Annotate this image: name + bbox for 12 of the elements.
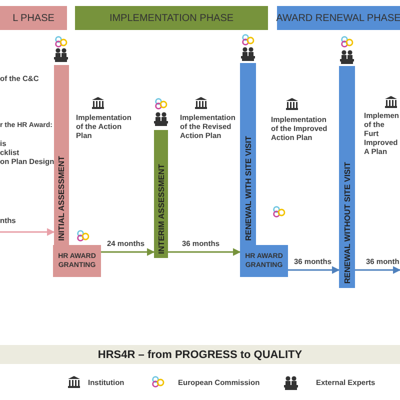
arrow: [355, 266, 400, 274]
arrow: [101, 248, 155, 256]
arrow: [0, 228, 55, 236]
phase-banner: IMPLEMENTATION PHASE: [75, 6, 268, 30]
title: HRS4R – from PROGRESS to QUALITY: [98, 348, 302, 360]
phase-banner: L PHASE: [0, 6, 67, 30]
arrow: [288, 266, 340, 274]
stage-bar: INTERIM ASSESSMENT: [154, 130, 168, 258]
arrow: [168, 248, 241, 256]
stage-bar: RENEWAL WITH SITE VISIT: [240, 63, 256, 245]
stage-bar: INITIAL ASSESSMENT: [54, 65, 69, 245]
stage-bar: RENEWAL WITHOUT SITE VISIT: [339, 66, 355, 288]
